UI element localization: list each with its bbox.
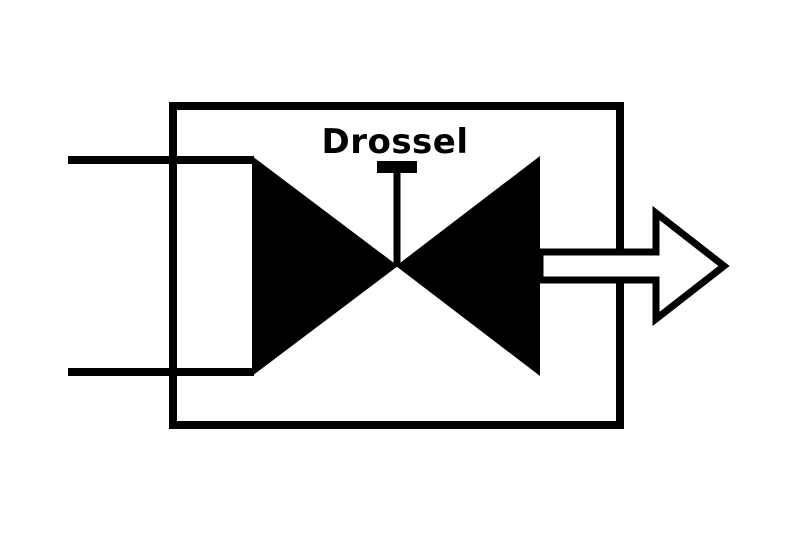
actuator-cap <box>377 161 417 173</box>
valve-triangle-left <box>252 156 398 376</box>
diagram-label: Drossel <box>321 122 468 162</box>
output-arrow <box>536 205 730 327</box>
valve-triangle-right <box>396 156 540 376</box>
